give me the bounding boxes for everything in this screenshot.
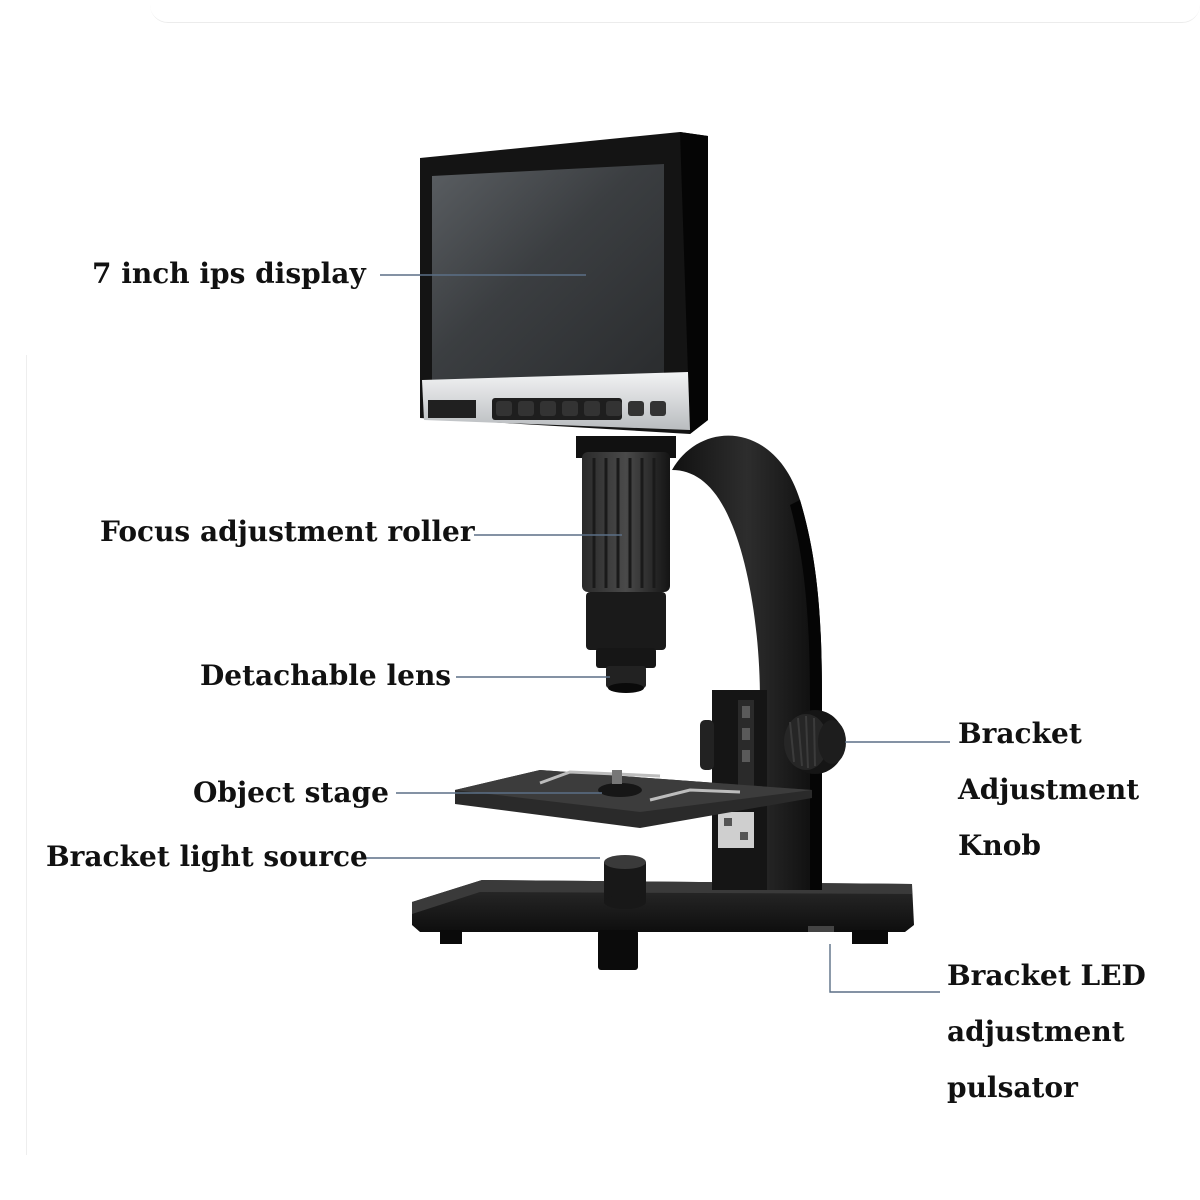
label-led-line-1: Bracket LED <box>947 959 1146 992</box>
frame-left-edge <box>26 355 27 1155</box>
monitor <box>420 132 708 434</box>
label-focus-roller: Focus adjustment roller <box>100 515 475 548</box>
label-knob-line-1: Bracket <box>958 717 1082 750</box>
label-led-line-2: adjustment <box>947 1015 1125 1048</box>
object-stage-plate <box>455 770 812 828</box>
lens-barrel <box>576 436 676 693</box>
base <box>412 880 914 970</box>
label-led: Bracket LED adjustment pulsator <box>947 962 1146 1130</box>
light-source-cylinder <box>604 855 646 909</box>
label-display: 7 inch ips display <box>92 257 366 290</box>
monitor-buttons <box>492 398 666 420</box>
label-stage: Object stage <box>193 776 389 809</box>
adjustment-knob <box>784 710 846 774</box>
support-arm <box>672 435 822 890</box>
label-lens: Detachable lens <box>200 659 452 692</box>
label-knob: Bracket Adjustment Knob <box>958 720 1139 888</box>
leader-lines <box>364 274 950 993</box>
label-knob-line-3: Knob <box>958 829 1041 862</box>
label-light-source: Bracket light source <box>46 840 368 873</box>
label-knob-line-2: Adjustment <box>958 773 1140 806</box>
label-led-line-3: pulsator <box>947 1071 1078 1104</box>
frame-top-edge <box>150 0 1200 23</box>
leader-led <box>829 944 940 993</box>
